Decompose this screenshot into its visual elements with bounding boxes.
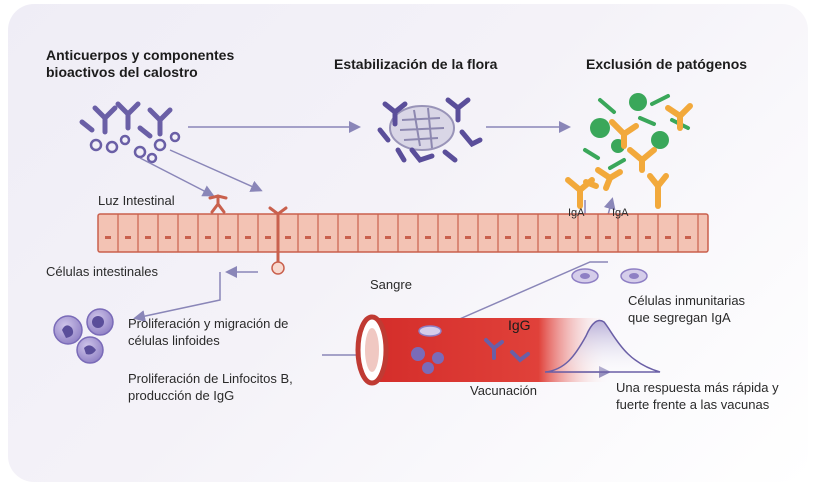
epithelial-cell-nucleus (285, 236, 291, 239)
epithelial-cell-nucleus (685, 236, 691, 239)
epithelial-cell-nucleus (465, 236, 471, 239)
epithelial-cell-nucleus (125, 236, 131, 239)
epithelial-cell-nucleus (265, 236, 271, 239)
epithelial-cell-nucleus (165, 236, 171, 239)
label-faster-response-line2: fuerte frente a las vacunas (616, 397, 770, 412)
epithelial-cell-nucleus (325, 236, 331, 239)
heading-flora: Estabilización de la flora (334, 56, 498, 72)
epithelial-cell-nucleus (145, 236, 151, 239)
epithelial-cell-nucleus (445, 236, 451, 239)
label-vaccination: Vacunación (470, 383, 537, 398)
pathogens-cluster-icon (583, 93, 693, 191)
epithelial-cell-nucleus (245, 236, 251, 239)
label-blood: Sangre (370, 277, 412, 292)
label-intestinal-lumen: Luz Intestinal (98, 193, 175, 208)
heading-pathogens: Exclusión de patógenos (586, 56, 748, 72)
label-intestinal-cells: Células intestinales (46, 264, 159, 279)
epithelial-cell-nucleus (565, 236, 571, 239)
label-iga-right: IgA (612, 207, 629, 219)
epithelial-cell-nucleus (645, 236, 651, 239)
response-curve (544, 319, 661, 373)
heading-colostrum-line2: bioactivos del calostro (46, 64, 198, 80)
intestinal-epithelium (97, 213, 709, 253)
colostrum-antibodies-icon (79, 101, 181, 164)
label-igg: IgG (508, 317, 531, 333)
receptor-icon (208, 194, 288, 264)
lymphoid-cells-icon (53, 308, 114, 364)
epithelial-cell-nucleus (365, 236, 371, 239)
flora-cluster-icon (377, 97, 483, 163)
label-iga-left: IgA (568, 207, 585, 219)
epithelial-cell-nucleus (425, 236, 431, 239)
epithelial-cell-nucleus (225, 236, 231, 239)
vesicle-icon (271, 261, 285, 275)
heading-colostrum-line1: Anticuerpos y componentes (46, 47, 235, 63)
label-immune-cells-line1: Células inmunitarias (628, 293, 746, 308)
epithelial-cell-nucleus (205, 236, 211, 239)
epithelial-cell-nucleus (545, 236, 551, 239)
epithelial-cell-nucleus (585, 236, 591, 239)
label-lymphoid-line1: Proliferación y migración de (128, 316, 289, 331)
epithelial-cell-nucleus (385, 236, 391, 239)
epithelial-cell-nucleus (625, 236, 631, 239)
epithelial-cell-nucleus (105, 236, 111, 239)
epithelial-cell-nucleus (185, 236, 191, 239)
free-iga-icon (565, 173, 669, 209)
label-lymphocytes-line2: producción de IgG (128, 388, 235, 403)
label-immune-cells-line2: que segregan IgA (628, 310, 731, 325)
label-lymphoid-line2: células linfoides (128, 333, 220, 348)
iga-secreting-cells-icon (571, 268, 648, 284)
epithelial-cell-nucleus (665, 236, 671, 239)
blood-vessel-icon (355, 314, 610, 386)
epithelial-cell-nucleus (485, 236, 491, 239)
epithelial-cell-nucleus (345, 236, 351, 239)
label-lymphocytes-line1: Proliferación de Linfocitos B, (128, 371, 293, 386)
epithelial-cell-nucleus (605, 236, 611, 239)
epithelial-cell-nucleus (505, 236, 511, 239)
epithelial-cell-nucleus (525, 236, 531, 239)
label-faster-response-line1: Una respuesta más rápida y (616, 380, 779, 395)
epithelial-cell-nucleus (305, 236, 311, 239)
epithelial-cell-nucleus (405, 236, 411, 239)
